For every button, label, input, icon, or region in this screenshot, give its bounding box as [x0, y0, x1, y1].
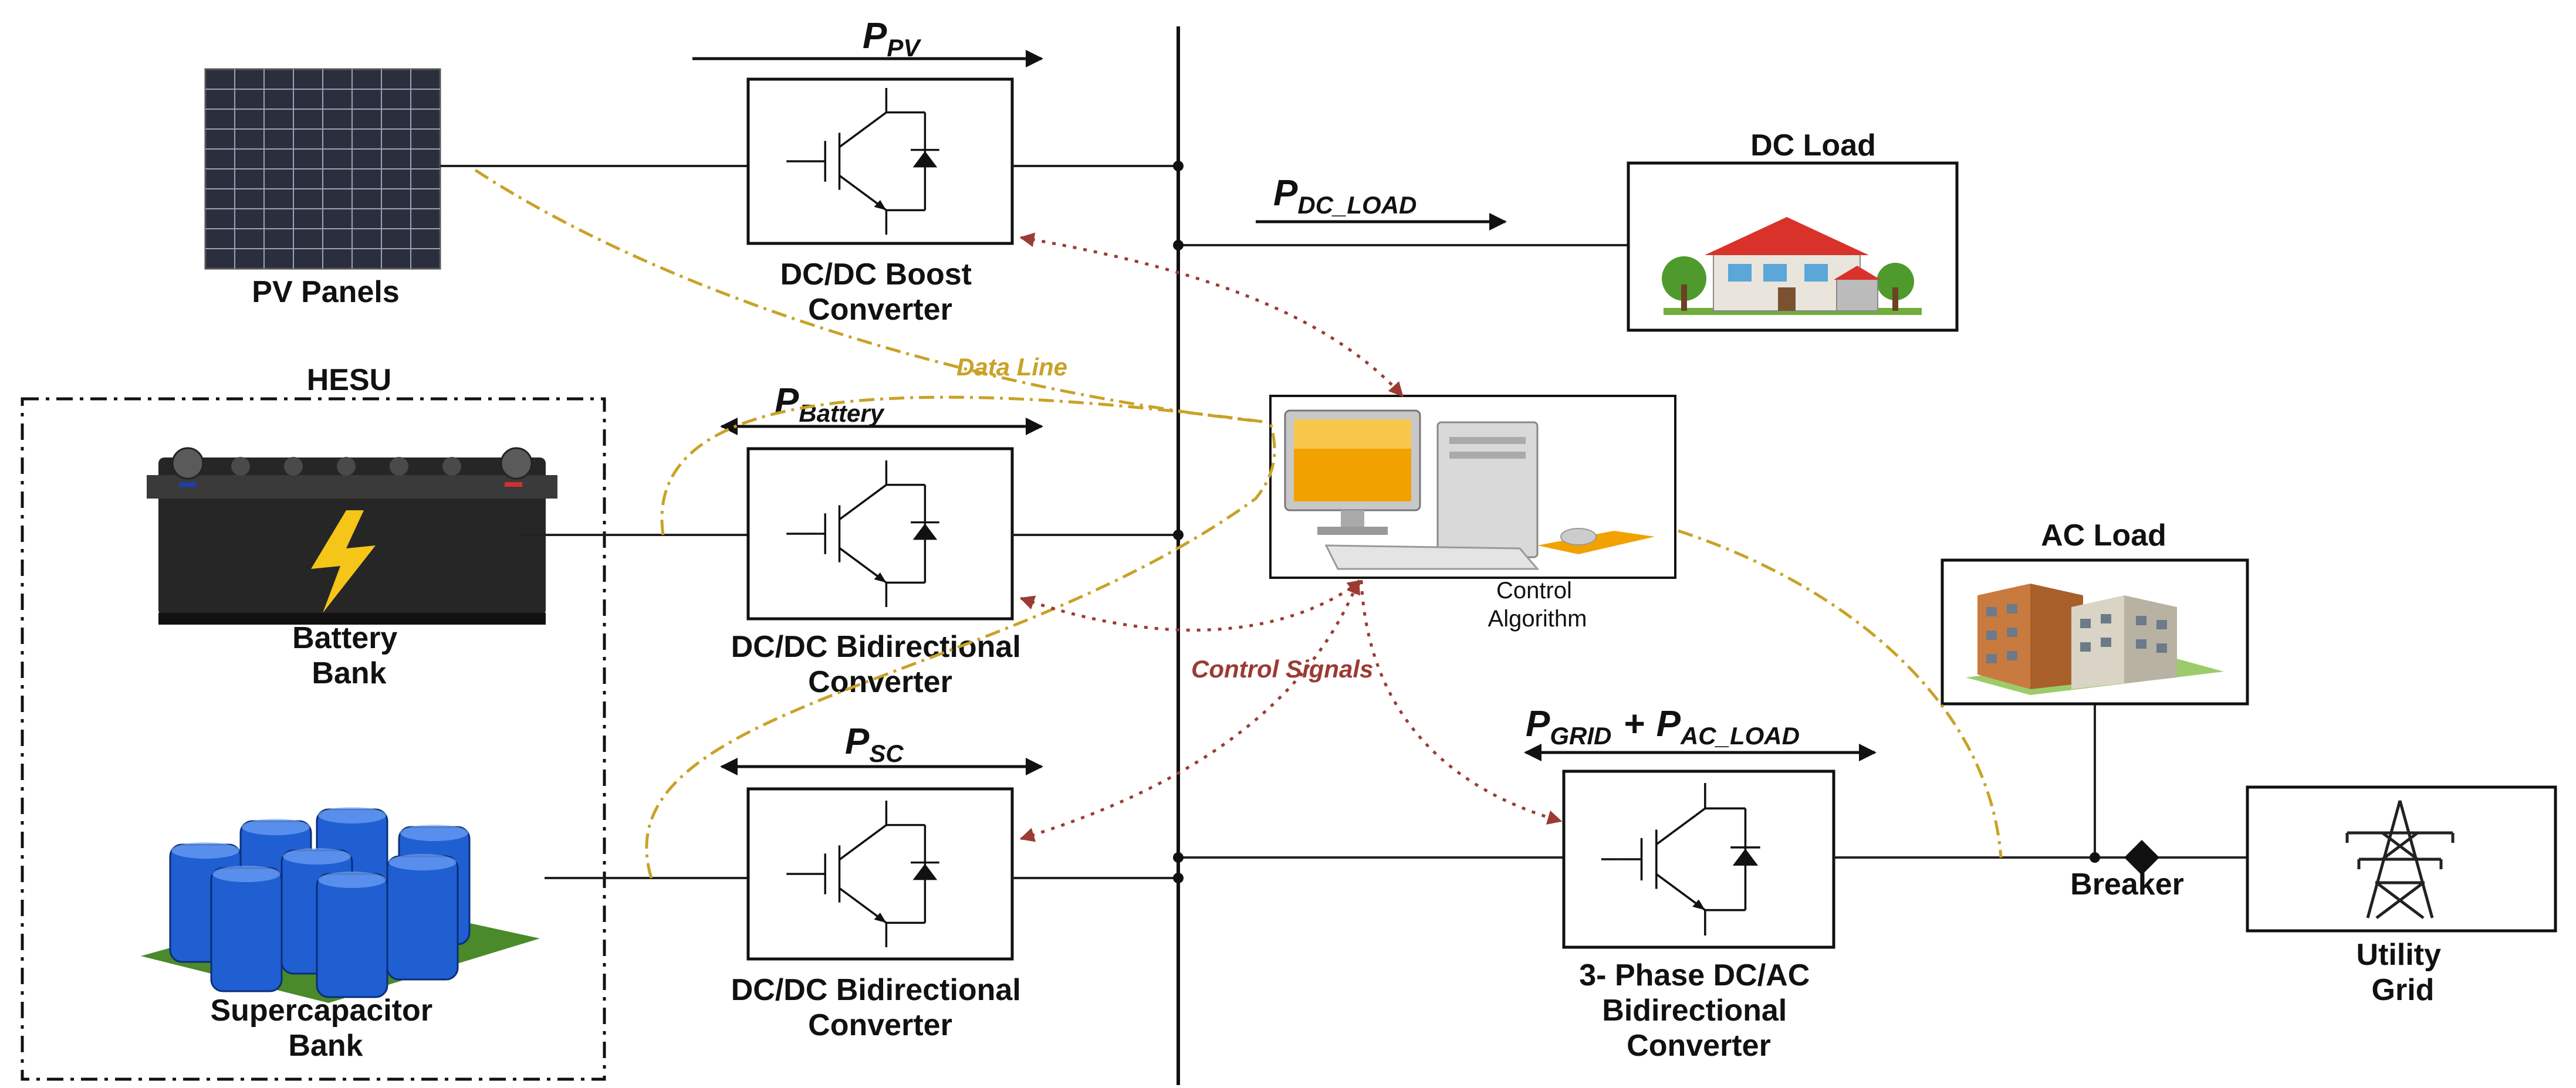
pbattery-label: PBattery: [775, 381, 885, 427]
supercapacitor-bank-label: Supercapacitor Bank: [210, 994, 441, 1063]
battery-converter-label: DC/DC Bidirectional Converter: [731, 630, 1030, 699]
breaker-label: Breaker: [2070, 867, 2184, 901]
hesu-label: HESU: [307, 363, 391, 397]
ppv-label: PPV: [863, 16, 921, 62]
data-line-pv: [474, 168, 1268, 424]
computer-icon: [1284, 409, 1655, 570]
pdc-load-label: PDC_LOAD: [1273, 173, 1417, 219]
transmission-tower-icon: [2345, 800, 2455, 919]
ac-load-label: AC Load: [2041, 518, 2166, 553]
control-signal-battery: [1019, 579, 1363, 632]
supercapacitor-icon: [141, 807, 540, 1003]
pv-panels-label: PV Panels: [252, 275, 399, 309]
control-signal-supercap: [1019, 579, 1361, 842]
dc-load-label: DC Load: [1750, 128, 1876, 162]
data-line-grid: [1678, 529, 2003, 858]
boost-converter-label: DC/DC Boost Converter: [780, 257, 981, 327]
supercap-converter-label: DC/DC Bidirectional Converter: [731, 973, 1030, 1042]
data-line-label: Data Line: [956, 353, 1067, 381]
hesu-box: [21, 397, 606, 1081]
utility-grid-label: Utility Grid: [2357, 938, 2450, 1007]
house-icon: [1662, 217, 1922, 315]
control-signal-boost: [1019, 232, 1404, 397]
data-line-battery: [660, 395, 1268, 535]
battery-icon: [147, 447, 557, 625]
control-signals-label: Control Signals: [1191, 655, 1373, 683]
psc-label: PSC: [845, 721, 904, 767]
building-icon: [1966, 584, 2224, 695]
ac-converter-label: 3- Phase DC/AC Bidirectional Converter: [1579, 958, 1818, 1063]
control-algorithm-label: Control Algorithm: [1488, 578, 1587, 632]
data-line-supercap: [645, 422, 1276, 879]
pgrid-label: PGRID+PAC_LOAD: [1526, 704, 1800, 750]
breaker-diamond-icon: [2124, 840, 2159, 875]
battery-bank-label: Battery Bank: [292, 621, 406, 690]
pv-panel-icon: [204, 68, 441, 270]
